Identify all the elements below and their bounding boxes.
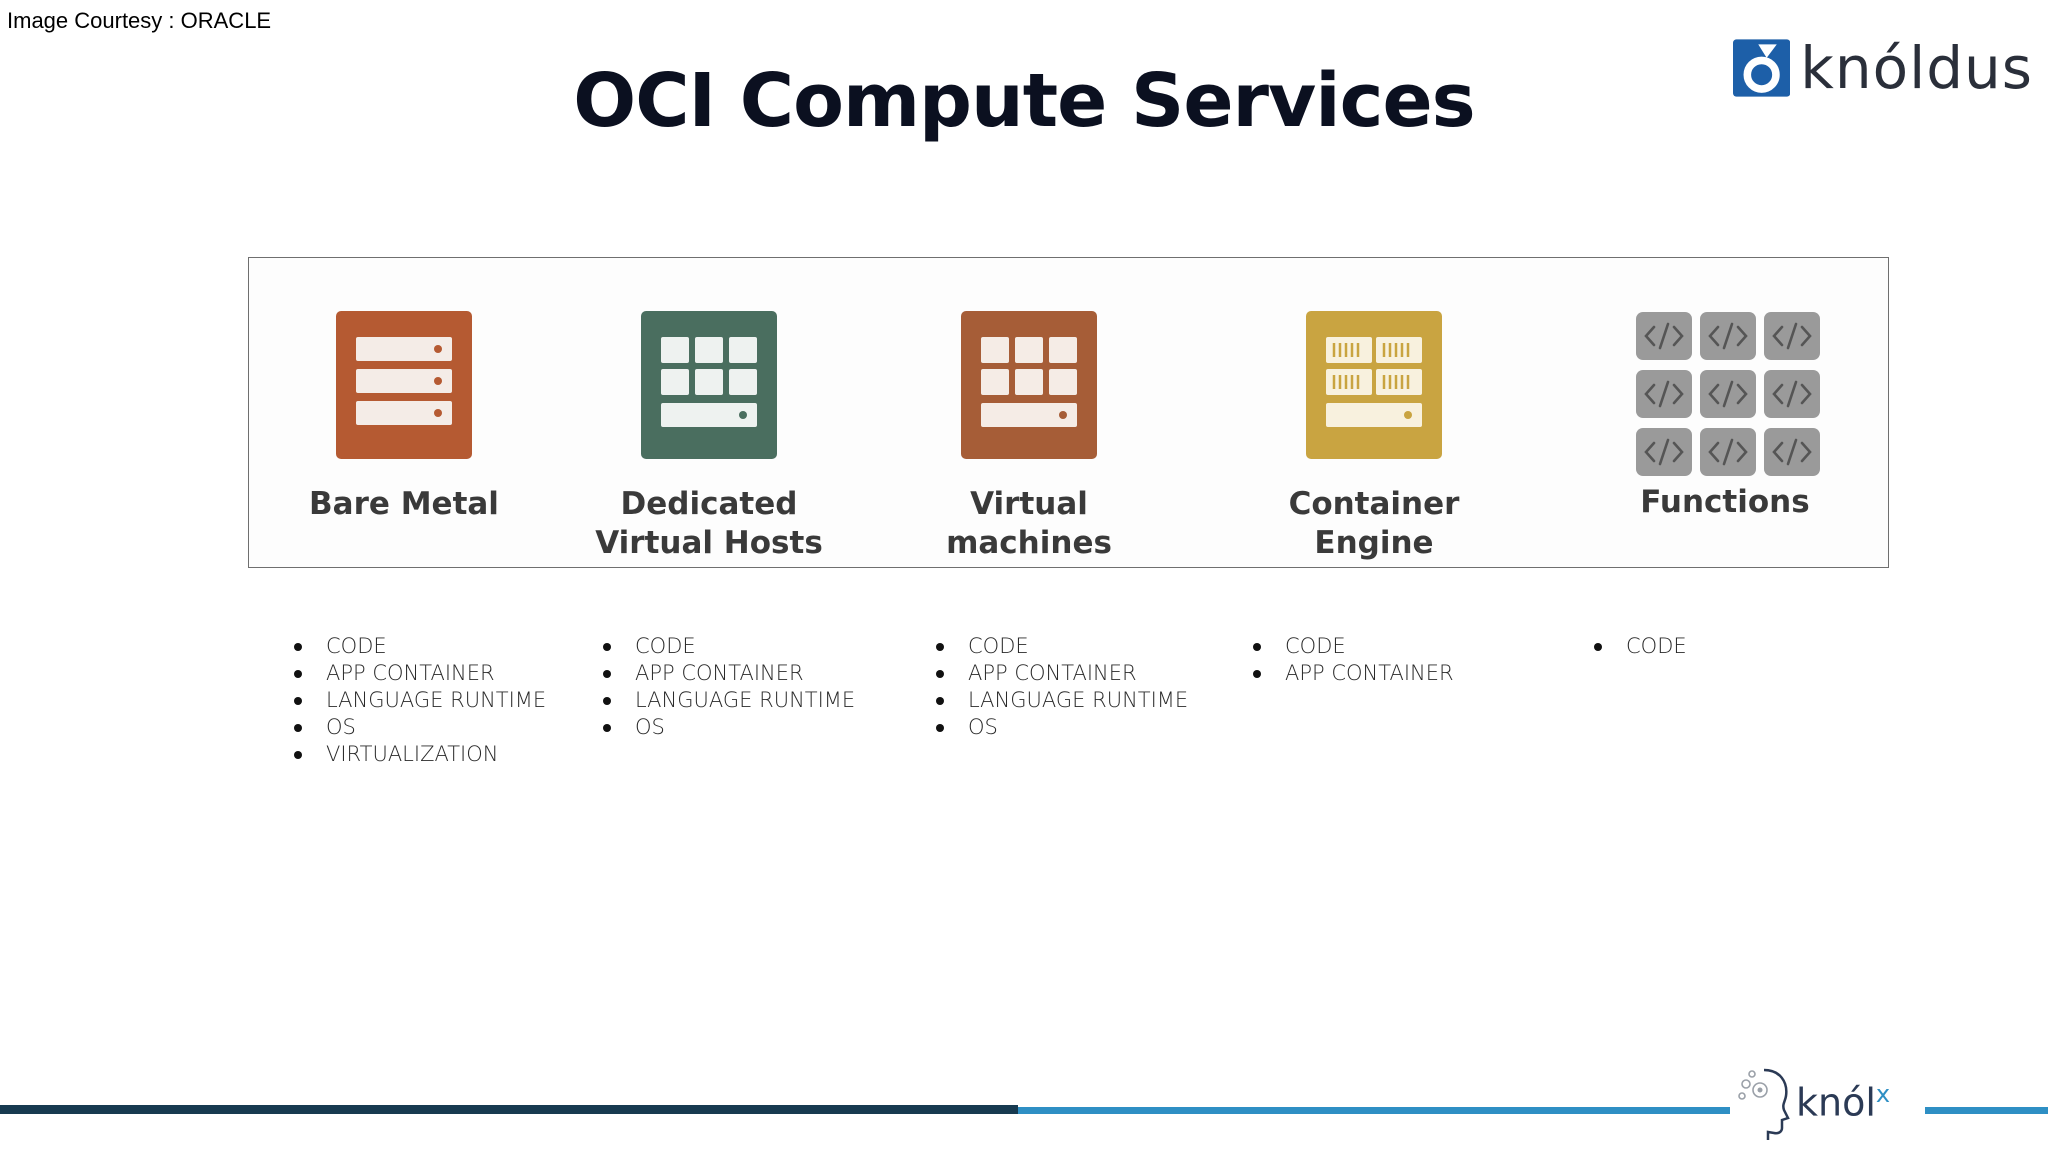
list-item: CODE: [1253, 633, 1454, 660]
list-item: CODE: [936, 633, 1188, 660]
list-item: OS: [603, 714, 855, 741]
virtual-machines-icon: [961, 311, 1097, 459]
service-container-engine: Container Engine: [1224, 258, 1524, 563]
bare-metal-server-icon: [336, 311, 472, 459]
label-line: Functions: [1640, 484, 1810, 520]
code-brackets-icon: [1644, 380, 1684, 408]
service-label: Container Engine: [1224, 485, 1524, 563]
list-dedicated-hosts: CODE APP CONTAINER LANGUAGE RUNTIME OS: [603, 633, 855, 741]
list-item: APP CONTAINER: [936, 660, 1188, 687]
service-label: Functions: [1575, 483, 1875, 522]
code-brackets-icon: [1644, 438, 1684, 466]
list-item: APP CONTAINER: [294, 660, 546, 687]
label-line: Container: [1288, 486, 1460, 522]
label-line: Engine: [1314, 525, 1434, 561]
service-label: Virtual machines: [879, 485, 1179, 563]
knoldus-mark-icon: [1733, 39, 1791, 97]
code-brackets-icon: [1708, 380, 1748, 408]
label-line: Bare Metal: [309, 486, 499, 522]
list-item: APP CONTAINER: [603, 660, 855, 687]
label-line: Virtual Hosts: [595, 525, 823, 561]
dedicated-hosts-icon: [641, 311, 777, 459]
page-title: OCI Compute Services: [0, 58, 2048, 144]
list-item: LANGUAGE RUNTIME: [603, 687, 855, 714]
service-label: Bare Metal: [254, 485, 554, 524]
services-panel: Bare Metal Dedicated Virtual Hosts: [248, 257, 1889, 568]
list-item: LANGUAGE RUNTIME: [936, 687, 1188, 714]
container-engine-icon: [1306, 311, 1442, 459]
service-label: Dedicated Virtual Hosts: [559, 485, 859, 563]
knolx-logo: knólx: [1730, 1052, 1925, 1152]
knolx-sup: x: [1875, 1079, 1891, 1108]
code-brackets-icon: [1644, 322, 1684, 350]
code-brackets-icon: [1708, 438, 1748, 466]
label-line: Dedicated: [620, 486, 798, 522]
label-line: Virtual: [970, 486, 1088, 522]
list-item: APP CONTAINER: [1253, 660, 1454, 687]
list-item: OS: [936, 714, 1188, 741]
list-item: VIRTUALIZATION: [294, 741, 546, 768]
knolx-wordmark: knólx: [1796, 1080, 1890, 1125]
code-brackets-icon: [1772, 380, 1812, 408]
page-title-text: OCI Compute Services: [573, 58, 1475, 144]
label-line: machines: [946, 525, 1112, 561]
list-item: CODE: [1594, 633, 1687, 660]
list-functions: CODE: [1594, 633, 1687, 660]
list-container-engine: CODE APP CONTAINER: [1253, 633, 1454, 687]
list-item: CODE: [294, 633, 546, 660]
list-item: CODE: [603, 633, 855, 660]
knolx-head-icon: [1738, 1068, 1790, 1140]
service-virtual-machines: Virtual machines: [879, 258, 1179, 563]
footer-bar-dark: [0, 1105, 1018, 1114]
code-brackets-icon: [1772, 438, 1812, 466]
list-virtual-machines: CODE APP CONTAINER LANGUAGE RUNTIME OS: [936, 633, 1188, 741]
list-item: LANGUAGE RUNTIME: [294, 687, 546, 714]
functions-code-icon: [1636, 312, 1820, 476]
list-bare-metal: CODE APP CONTAINER LANGUAGE RUNTIME OS V…: [294, 633, 546, 768]
list-item: OS: [294, 714, 546, 741]
service-functions: Functions: [1575, 258, 1875, 522]
knoldus-logo: knóldus: [1733, 32, 2033, 104]
footer-bar-light: [1018, 1107, 2048, 1114]
code-brackets-icon: [1772, 322, 1812, 350]
knoldus-wordmark: knóldus: [1800, 34, 2033, 102]
code-brackets-icon: [1708, 322, 1748, 350]
image-courtesy: Image Courtesy : ORACLE: [7, 8, 272, 33]
knolx-text: knól: [1796, 1080, 1876, 1125]
service-dedicated-virtual-hosts: Dedicated Virtual Hosts: [559, 258, 859, 563]
service-bare-metal: Bare Metal: [254, 258, 554, 524]
